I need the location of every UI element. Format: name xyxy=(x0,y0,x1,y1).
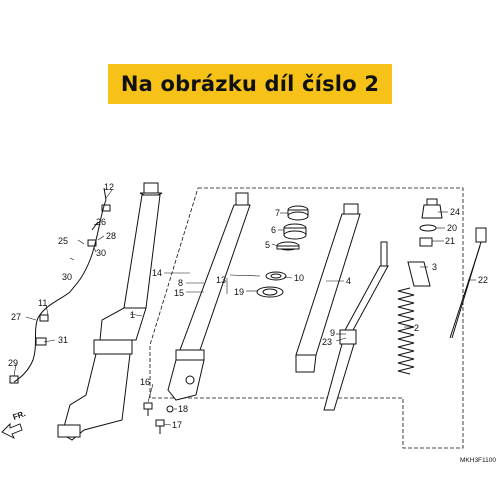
outer-tube-right xyxy=(167,192,251,401)
fork-cap-and-collar xyxy=(407,198,443,287)
small-bolts xyxy=(143,402,174,434)
inner-tube xyxy=(295,203,361,373)
callout-2: 2 xyxy=(414,323,419,333)
callout-23: 23 xyxy=(322,337,332,347)
title-banner: Na obrázku díl číslo 2 xyxy=(108,64,392,104)
callout-20: 20 xyxy=(447,223,457,233)
leader-lines xyxy=(13,189,476,426)
callout-29: 29 xyxy=(8,358,18,368)
damper-rod xyxy=(323,241,389,411)
direction-label: FR. xyxy=(12,409,27,422)
callout-19: 19 xyxy=(234,287,244,297)
callout-17: 17 xyxy=(172,420,182,430)
spacer-rod xyxy=(449,227,487,339)
front-arrow-icon xyxy=(1,422,23,440)
callout-14: 14 xyxy=(152,268,162,278)
callout-3: 3 xyxy=(432,262,437,272)
banner-text: Na obrázku díl číslo 2 xyxy=(120,72,380,96)
callout-13: 13 xyxy=(216,275,226,285)
callout-12: 12 xyxy=(104,182,114,192)
callout-5: 5 xyxy=(265,240,270,250)
callout-15: 15 xyxy=(174,288,184,298)
callout-1: 1 xyxy=(130,310,135,320)
callout-4: 4 xyxy=(346,276,351,286)
brake-hose-assembly xyxy=(9,187,111,384)
callout-25: 25 xyxy=(58,236,68,246)
callout-30-top: 30 xyxy=(96,248,106,258)
callout-31: 31 xyxy=(58,335,68,345)
callout-10: 10 xyxy=(294,273,304,283)
callout-26: 26 xyxy=(96,217,106,227)
callout-21: 21 xyxy=(445,236,455,246)
callout-22: 22 xyxy=(478,275,488,285)
seal-ring-stack xyxy=(256,205,309,298)
callout-8: 8 xyxy=(178,278,183,288)
diagram-code: MKH3F1100 xyxy=(460,457,496,464)
callout-6: 6 xyxy=(271,225,276,235)
front-direction-indicator: FR. xyxy=(1,409,27,440)
callout-18: 18 xyxy=(178,404,188,414)
callout-28: 28 xyxy=(106,231,116,241)
callout-11: 11 xyxy=(38,298,47,308)
callout-labels: 12 26 28 25 30 30 11 27 31 29 1 14 8 15 … xyxy=(8,182,488,430)
callout-30-left: 30 xyxy=(62,272,72,282)
callout-27: 27 xyxy=(11,312,21,322)
callout-7: 7 xyxy=(275,208,280,218)
callout-9: 9 xyxy=(330,328,335,338)
dashed-box-outline xyxy=(149,187,464,449)
fork-spring-part-2 xyxy=(397,287,415,375)
fork-complete-left xyxy=(57,182,163,441)
callout-16: 16 xyxy=(140,377,150,387)
callout-24: 24 xyxy=(450,207,460,217)
